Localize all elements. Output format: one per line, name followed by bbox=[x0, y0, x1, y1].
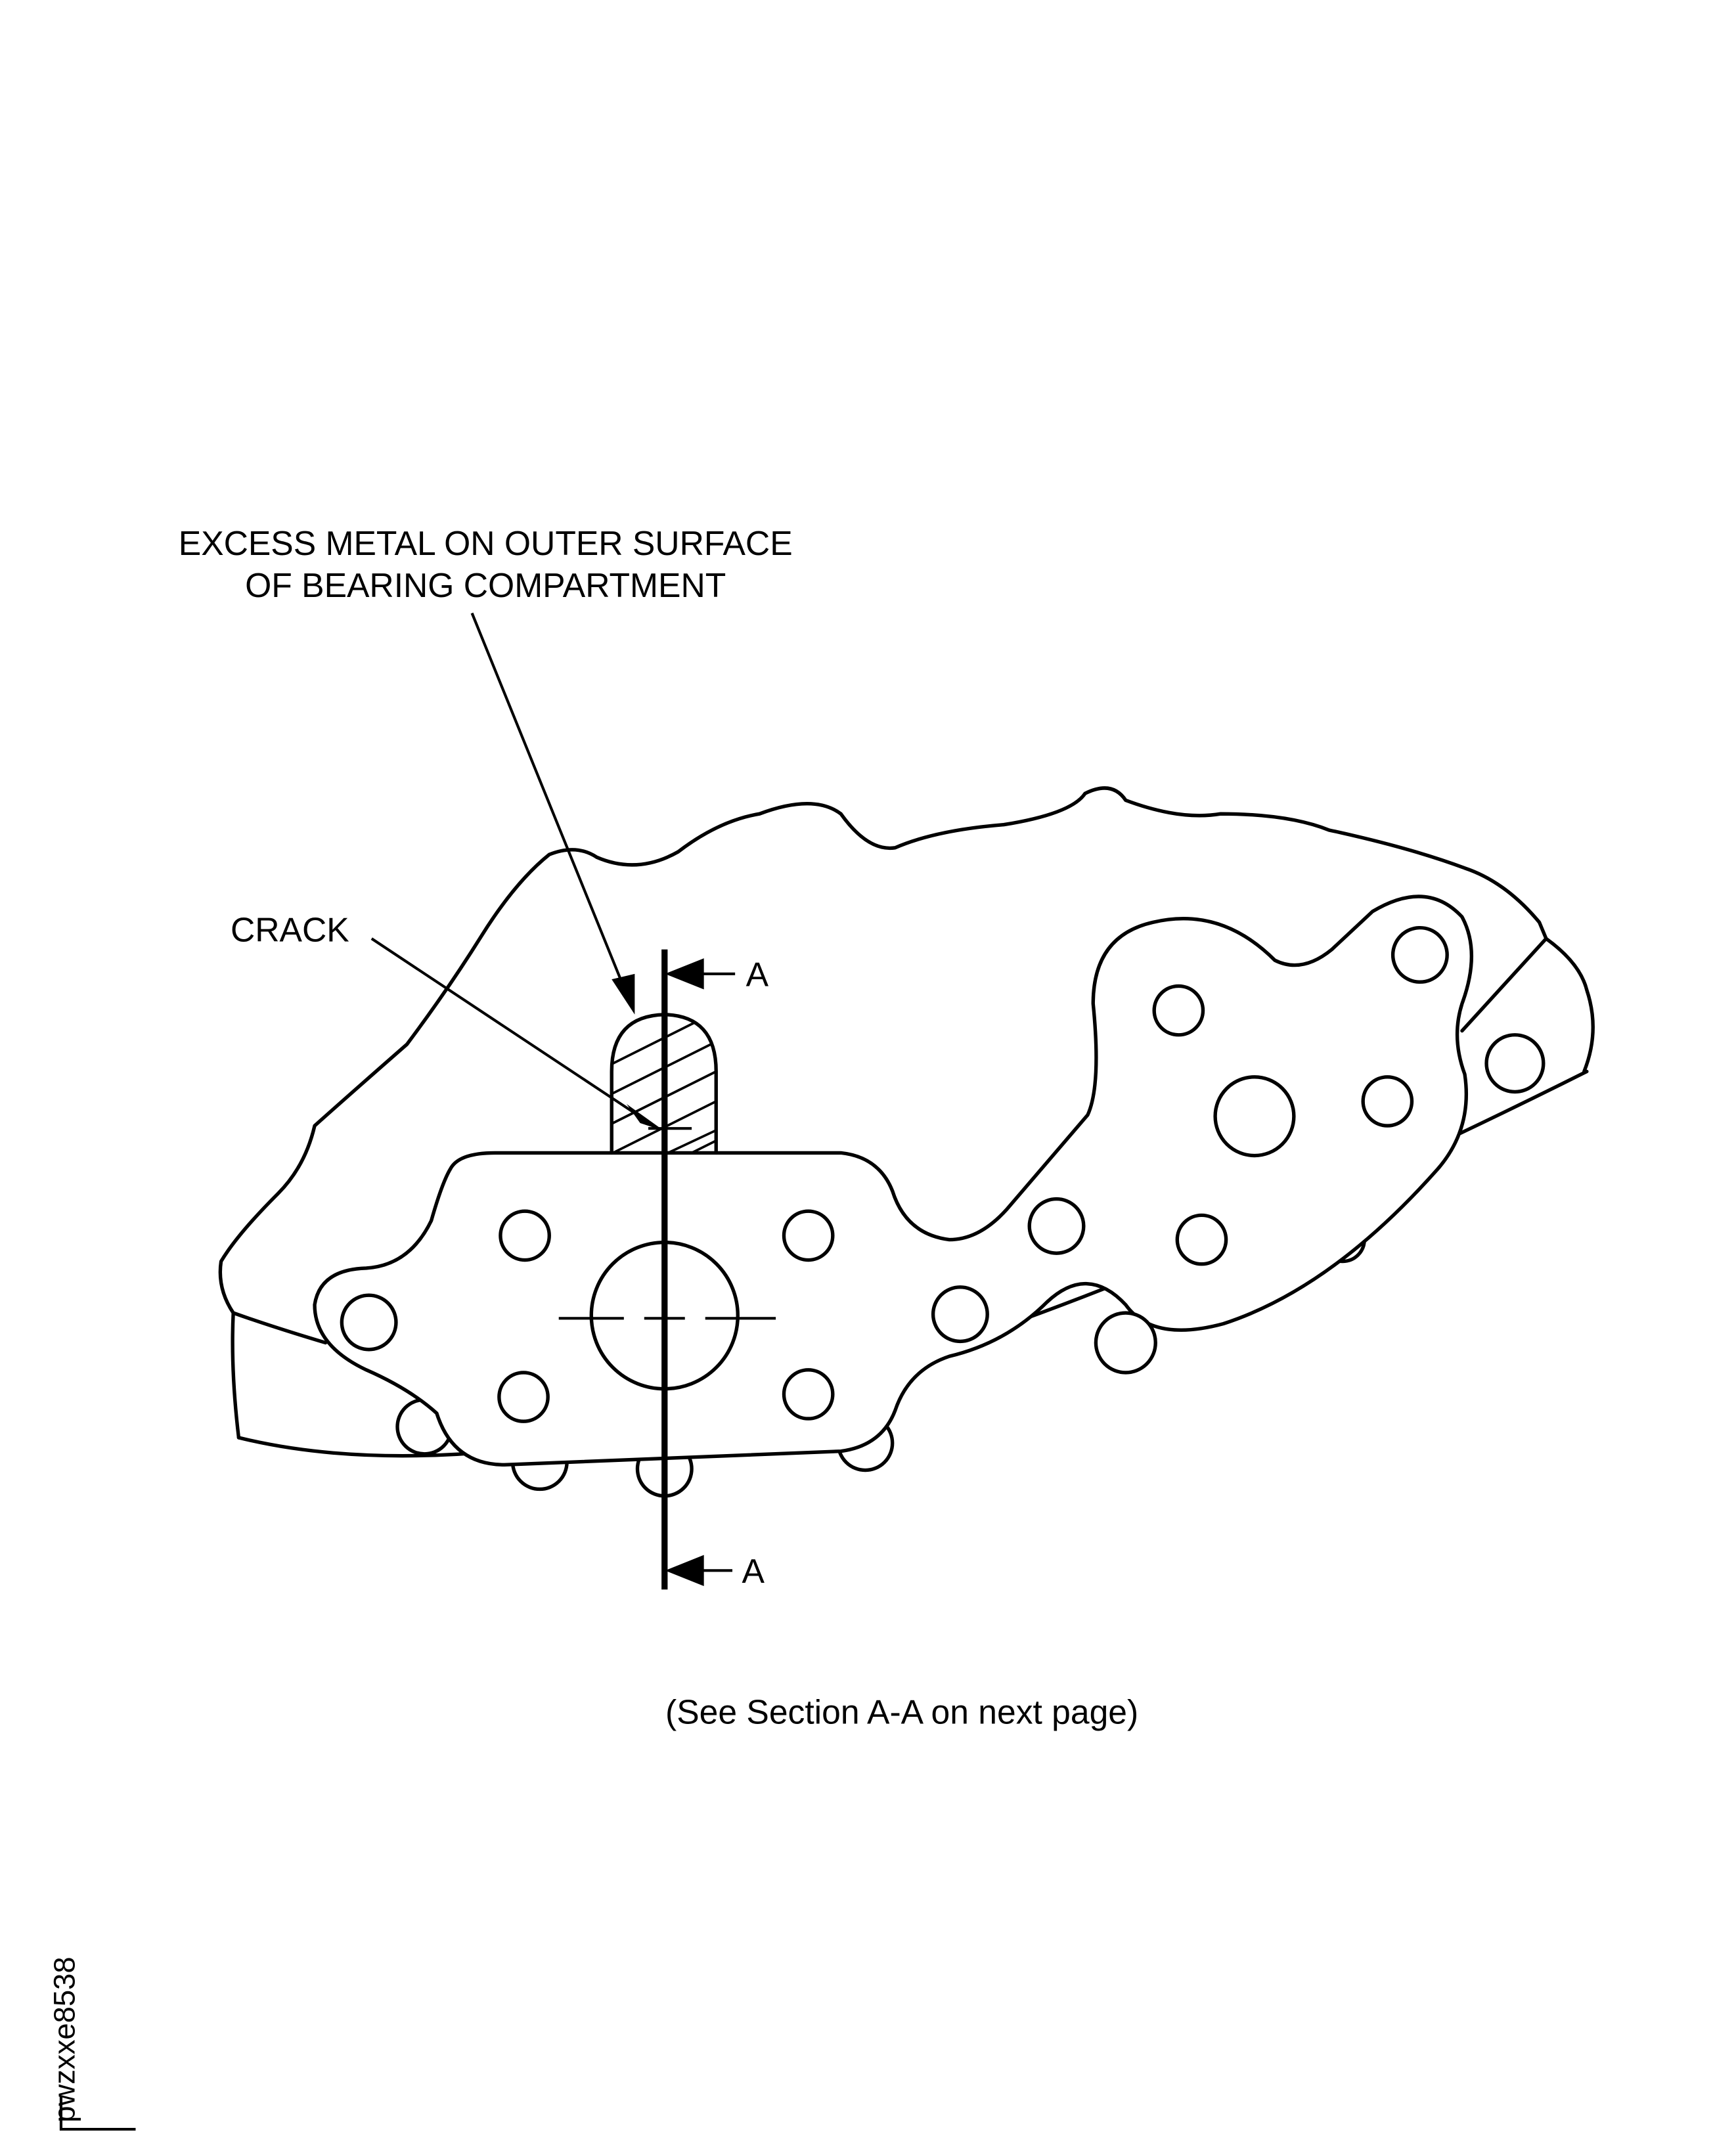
hole bbox=[497, 1371, 550, 1423]
flange-plate bbox=[313, 895, 1474, 1467]
part-side-wall bbox=[231, 1311, 241, 1440]
excess-metal-leader bbox=[470, 612, 625, 988]
hole bbox=[1213, 1075, 1296, 1158]
excess-metal-label-line1: EXCESS METAL ON OUTER SURFACE bbox=[179, 524, 793, 562]
hole bbox=[1027, 1197, 1086, 1255]
section-arrow-top bbox=[665, 958, 736, 990]
hole bbox=[340, 1293, 398, 1352]
hole bbox=[1484, 1033, 1546, 1094]
caption: (See Section A-A on next page) bbox=[665, 1693, 1138, 1731]
excess-metal-arrowhead bbox=[612, 973, 635, 1015]
section-arrow-bottom bbox=[665, 1555, 733, 1587]
hole bbox=[1361, 1075, 1414, 1128]
hole bbox=[1391, 925, 1449, 984]
part-right-edge bbox=[1460, 937, 1548, 1033]
part-fracture-outline bbox=[218, 786, 1595, 1315]
crack-arrowhead bbox=[626, 1104, 665, 1132]
hole bbox=[499, 1209, 551, 1262]
hole bbox=[1094, 1311, 1157, 1375]
figure-id: pwzxxe8538 bbox=[48, 1956, 81, 2122]
section-label-bottom: A bbox=[742, 1552, 765, 1590]
figure-id-bracket bbox=[59, 2095, 136, 2131]
section-label-top: A bbox=[746, 955, 769, 993]
crack-label: CRACK bbox=[231, 910, 349, 948]
excess-metal-label-line2: OF BEARING COMPARTMENT bbox=[245, 566, 726, 604]
part-lower-edge bbox=[231, 1311, 328, 1345]
crack-leader bbox=[370, 937, 638, 1116]
hole bbox=[931, 1285, 989, 1344]
hole bbox=[782, 1368, 835, 1421]
hole bbox=[1152, 984, 1205, 1037]
hole bbox=[782, 1209, 835, 1262]
hole bbox=[1175, 1213, 1228, 1266]
